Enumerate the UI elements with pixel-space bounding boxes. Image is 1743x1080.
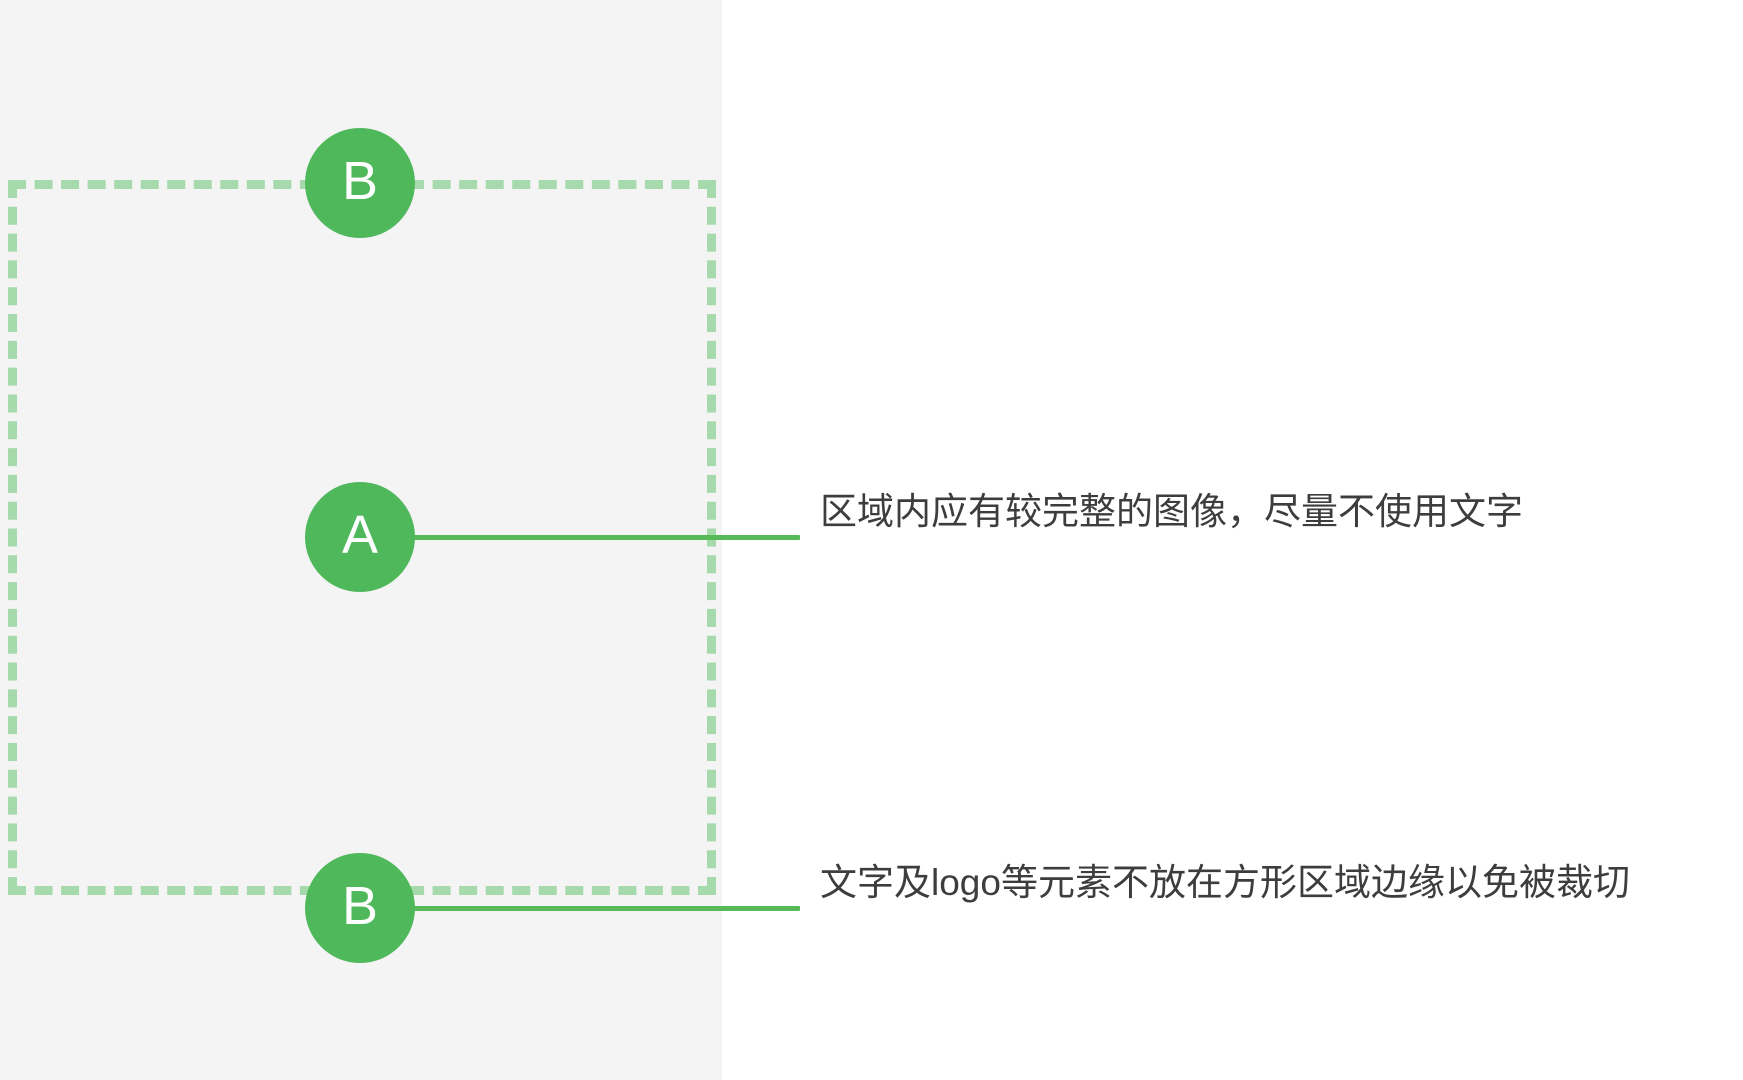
annotation-label-b: 文字及logo等元素不放在方形区域边缘以免被裁切 — [820, 861, 1630, 903]
annotation-label-a: 区域内应有较完整的图像，尽量不使用文字 — [820, 490, 1523, 532]
badge-a: A — [305, 482, 415, 592]
badge-b-top: B — [305, 128, 415, 238]
badge-b-bottom: B — [305, 853, 415, 963]
badge-b-top-letter: B — [341, 151, 379, 211]
badge-b-bottom-letter: B — [341, 876, 379, 936]
connector-line-b — [388, 906, 800, 911]
badge-a-letter: A — [341, 505, 379, 565]
connector-line-a — [388, 535, 800, 540]
